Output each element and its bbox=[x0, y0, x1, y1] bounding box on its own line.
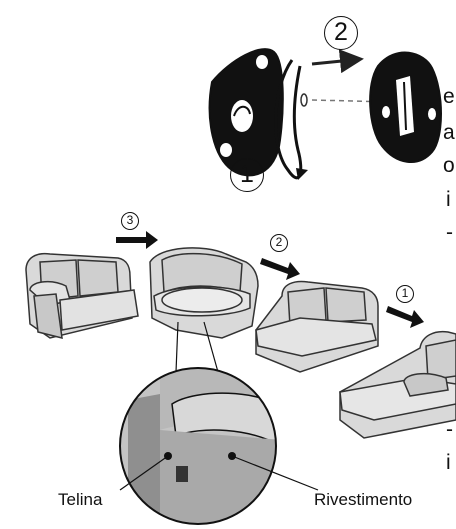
magnifier-detail bbox=[118, 365, 282, 528]
right-bracket bbox=[370, 53, 441, 163]
slide-arrow bbox=[312, 60, 352, 64]
sofa-module-left bbox=[26, 254, 138, 338]
sofa-module-middle bbox=[256, 282, 378, 372]
sofa-step-1: 1 bbox=[396, 285, 414, 303]
bracket-step-1: 1 bbox=[230, 158, 264, 192]
bracket-step-2: 2 bbox=[324, 16, 358, 50]
rivestimento-label: Rivestimento bbox=[314, 490, 412, 510]
sofa-arrow-2 bbox=[260, 258, 300, 280]
telina-label: Telina bbox=[58, 490, 102, 510]
sofa-step-2: 2 bbox=[270, 234, 288, 252]
sofa-step-3: 3 bbox=[121, 212, 139, 230]
left-bracket bbox=[210, 49, 283, 175]
sofa-module-corner bbox=[150, 248, 258, 338]
sofa-arrow-1 bbox=[386, 306, 424, 328]
sofa-arrow-3 bbox=[116, 231, 158, 249]
